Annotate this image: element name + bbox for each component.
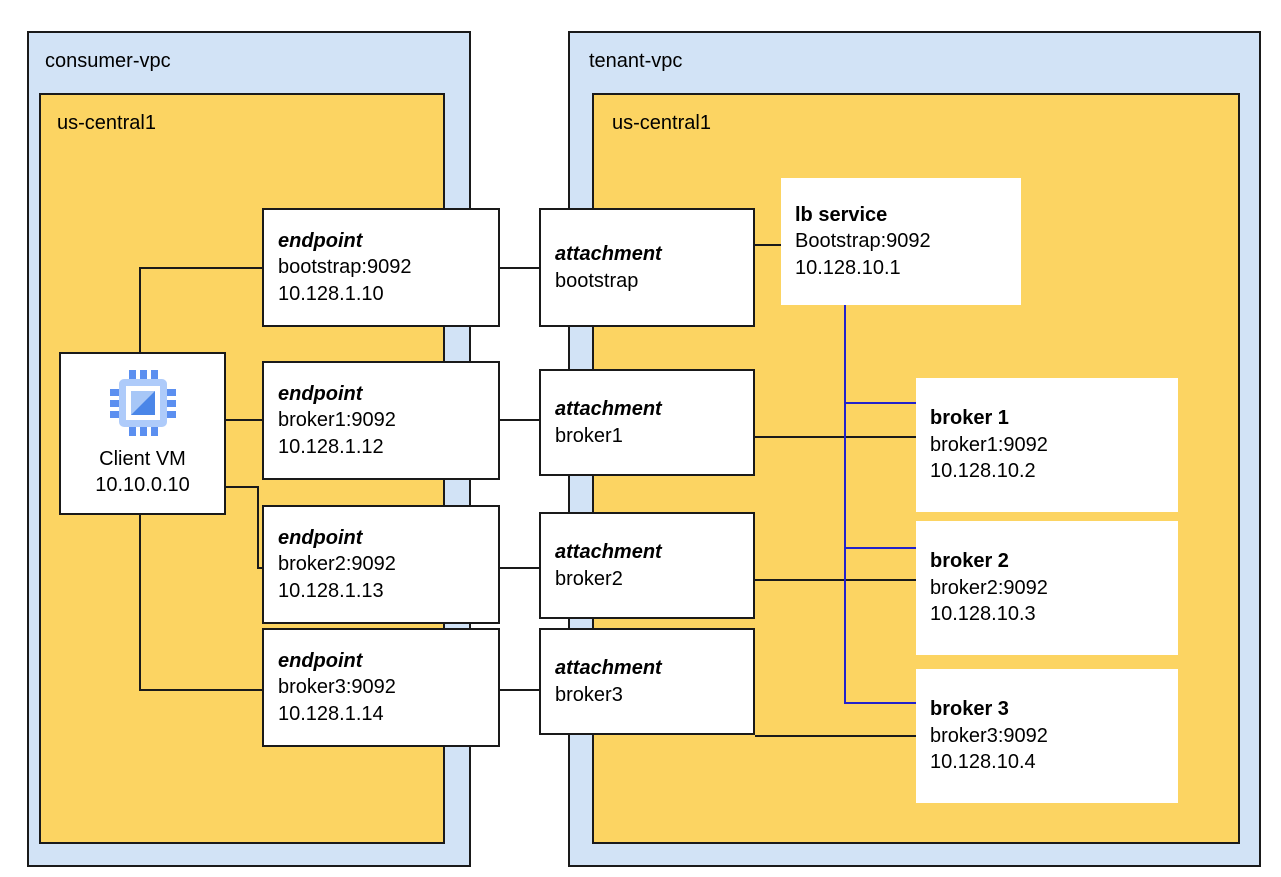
line-vm-to-endpoint-broker2 [226, 486, 262, 569]
endpoint-kind-label: endpoint [278, 526, 363, 549]
attachment-broker3[interactable]: attachment broker3 [539, 628, 755, 735]
attachment-bootstrap[interactable]: attachment bootstrap [539, 208, 755, 327]
broker-3-node[interactable]: broker 3 broker3:9092 10.128.10.4 [916, 669, 1178, 803]
tenant-vpc-label: tenant-vpc [589, 50, 683, 72]
broker-title: broker 2 [930, 550, 1009, 573]
attachment-kind-label: attachment [555, 541, 662, 564]
endpoint-ip: 10.128.1.14 [278, 702, 384, 725]
endpoint-target: broker2:9092 [278, 553, 396, 576]
attachment-kind-label: attachment [555, 398, 662, 421]
broker-1-node[interactable]: broker 1 broker1:9092 10.128.10.2 [916, 378, 1178, 512]
attachment-kind-label: attachment [555, 657, 662, 680]
line-vm-to-endpoint-bootstrap [139, 267, 262, 352]
endpoint-broker3[interactable]: endpoint broker3:9092 10.128.1.14 [262, 628, 500, 747]
cpu-chip-icon [109, 370, 176, 436]
attachment-kind-label: attachment [555, 243, 662, 266]
line-lb-to-broker1 [844, 305, 916, 404]
attachment-broker1[interactable]: attachment broker1 [539, 369, 755, 476]
line-lb-to-broker3 [844, 548, 916, 704]
endpoint-target: broker3:9092 [278, 676, 396, 699]
attachment-name: broker1 [555, 424, 623, 447]
broker-ip: 10.128.10.4 [930, 751, 1036, 774]
attachment-name: bootstrap [555, 269, 639, 292]
endpoint-ip: 10.128.1.12 [278, 435, 384, 458]
client-vm-name: Client VM [99, 448, 186, 470]
attachment-name: broker2 [555, 567, 623, 590]
line-lb-to-broker2 [844, 403, 916, 549]
broker-ip: 10.128.10.3 [930, 603, 1036, 626]
broker-title: broker 1 [930, 407, 1009, 430]
tenant-region-label: us-central1 [612, 112, 711, 134]
lb-service-node[interactable]: lb service Bootstrap:9092 10.128.10.1 [781, 178, 1021, 305]
endpoint-ip: 10.128.1.13 [278, 579, 384, 602]
endpoint-kind-label: endpoint [278, 649, 363, 672]
consumer-vpc-label: consumer-vpc [45, 50, 171, 72]
broker-target: broker2:9092 [930, 576, 1048, 599]
lb-service-title: lb service [795, 203, 888, 226]
lb-service-ip: 10.128.10.1 [795, 256, 901, 279]
endpoint-ip: 10.128.1.10 [278, 282, 384, 305]
consumer-region-label: us-central1 [57, 112, 156, 134]
endpoint-broker1[interactable]: endpoint broker1:9092 10.128.1.12 [262, 361, 500, 480]
endpoint-bootstrap[interactable]: endpoint bootstrap:9092 10.128.1.10 [262, 208, 500, 327]
endpoint-target: broker1:9092 [278, 409, 396, 432]
broker-target: broker3:9092 [930, 724, 1048, 747]
endpoint-kind-label: endpoint [278, 229, 363, 252]
endpoint-target: bootstrap:9092 [278, 256, 412, 279]
client-vm-ip: 10.10.0.10 [95, 474, 190, 496]
broker-title: broker 3 [930, 698, 1009, 721]
broker-2-node[interactable]: broker 2 broker2:9092 10.128.10.3 [916, 521, 1178, 655]
endpoint-kind-label: endpoint [278, 382, 363, 405]
lb-service-target: Bootstrap:9092 [795, 230, 931, 253]
endpoint-broker2[interactable]: endpoint broker2:9092 10.128.1.13 [262, 505, 500, 624]
broker-ip: 10.128.10.2 [930, 460, 1036, 483]
client-vm-node[interactable]: Client VM 10.10.0.10 [59, 352, 226, 515]
line-vm-to-endpoint-broker3 [139, 515, 262, 691]
broker-target: broker1:9092 [930, 433, 1048, 456]
attachment-name: broker3 [555, 683, 623, 706]
attachment-broker2[interactable]: attachment broker2 [539, 512, 755, 619]
